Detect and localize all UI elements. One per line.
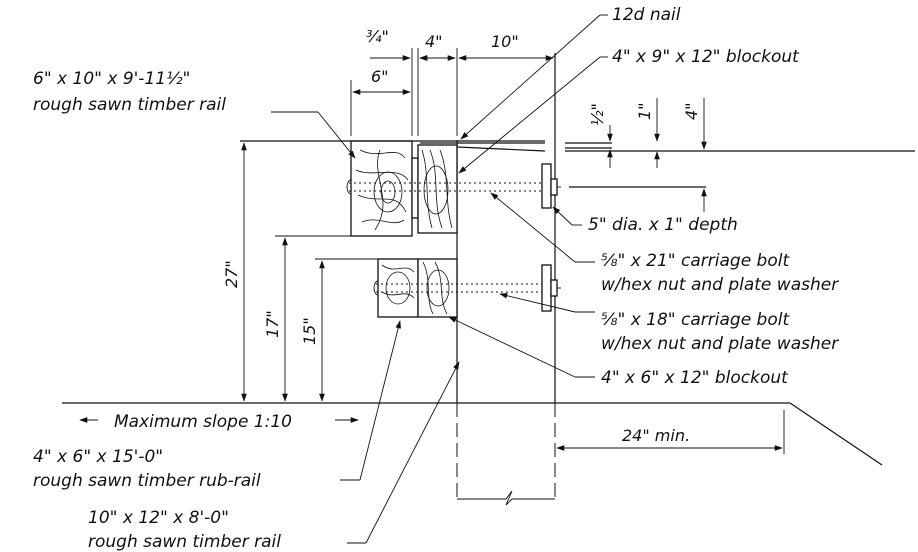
label-recess: 5" dia. x 1" depth <box>588 215 738 235</box>
right-small-dimensions <box>607 98 707 212</box>
top-blockout <box>417 144 458 234</box>
label-top-blockout: 4" x 9" x 12" blockout <box>612 47 800 67</box>
dim-half: ½" <box>588 103 607 126</box>
dim-twenty-four-min: 24" min. <box>622 426 690 445</box>
ground-line <box>62 402 883 466</box>
dim-four: 4" <box>425 32 443 51</box>
label-top-rail-desc: rough sawn timber rail <box>33 95 226 115</box>
label-bottom-blockout: 4" x 6" x 12" blockout <box>601 368 789 388</box>
label-bolt21-size: ⅝" x 21" carriage bolt <box>601 251 790 271</box>
top-reference-lines <box>240 140 915 188</box>
dim-four-vertical: 4" <box>682 102 701 120</box>
bolt-18-inch <box>373 264 561 312</box>
dim-ten: 10" <box>491 32 519 51</box>
slope-label: Maximum slope 1:10 <box>114 412 292 432</box>
dim-twenty-seven: 27" <box>222 260 241 288</box>
dim-one: 1" <box>635 102 654 120</box>
dim-three-quarter: ¾" <box>366 27 389 46</box>
label-bolt18-size: ⅝" x 18" carriage bolt <box>601 310 790 330</box>
top-dimensions <box>350 48 554 136</box>
leaders <box>271 14 608 544</box>
label-bolt18-hardware: w/hex nut and plate washer <box>601 334 839 354</box>
label-post-desc: rough sawn timber rail <box>88 532 281 552</box>
label-post-size: 10" x 12" x 8'-0" <box>88 508 229 528</box>
top-rail-spacer <box>411 157 419 219</box>
post <box>456 53 556 506</box>
dim-fifteen: 15" <box>300 317 319 345</box>
top-rail-timber <box>350 140 413 237</box>
dim-six: 6" <box>371 67 389 86</box>
bolt-21-inch <box>346 163 561 209</box>
label-top-rail-size: 6" x 10" x 9'-11½" <box>33 69 190 89</box>
clearance-dimension <box>556 410 785 454</box>
rub-rail-timber <box>377 258 419 318</box>
label-rubrail-size: 4" x 6" x 15'-0" <box>33 447 163 467</box>
label-rubrail-desc: rough sawn timber rub-rail <box>33 471 261 491</box>
label-nail: 12d nail <box>612 5 681 25</box>
bottom-blockout <box>417 258 458 318</box>
height-dimensions <box>241 142 378 402</box>
dim-seventeen: 17" <box>263 310 282 338</box>
label-bolt21-hardware: w/hex nut and plate washer <box>601 275 839 295</box>
